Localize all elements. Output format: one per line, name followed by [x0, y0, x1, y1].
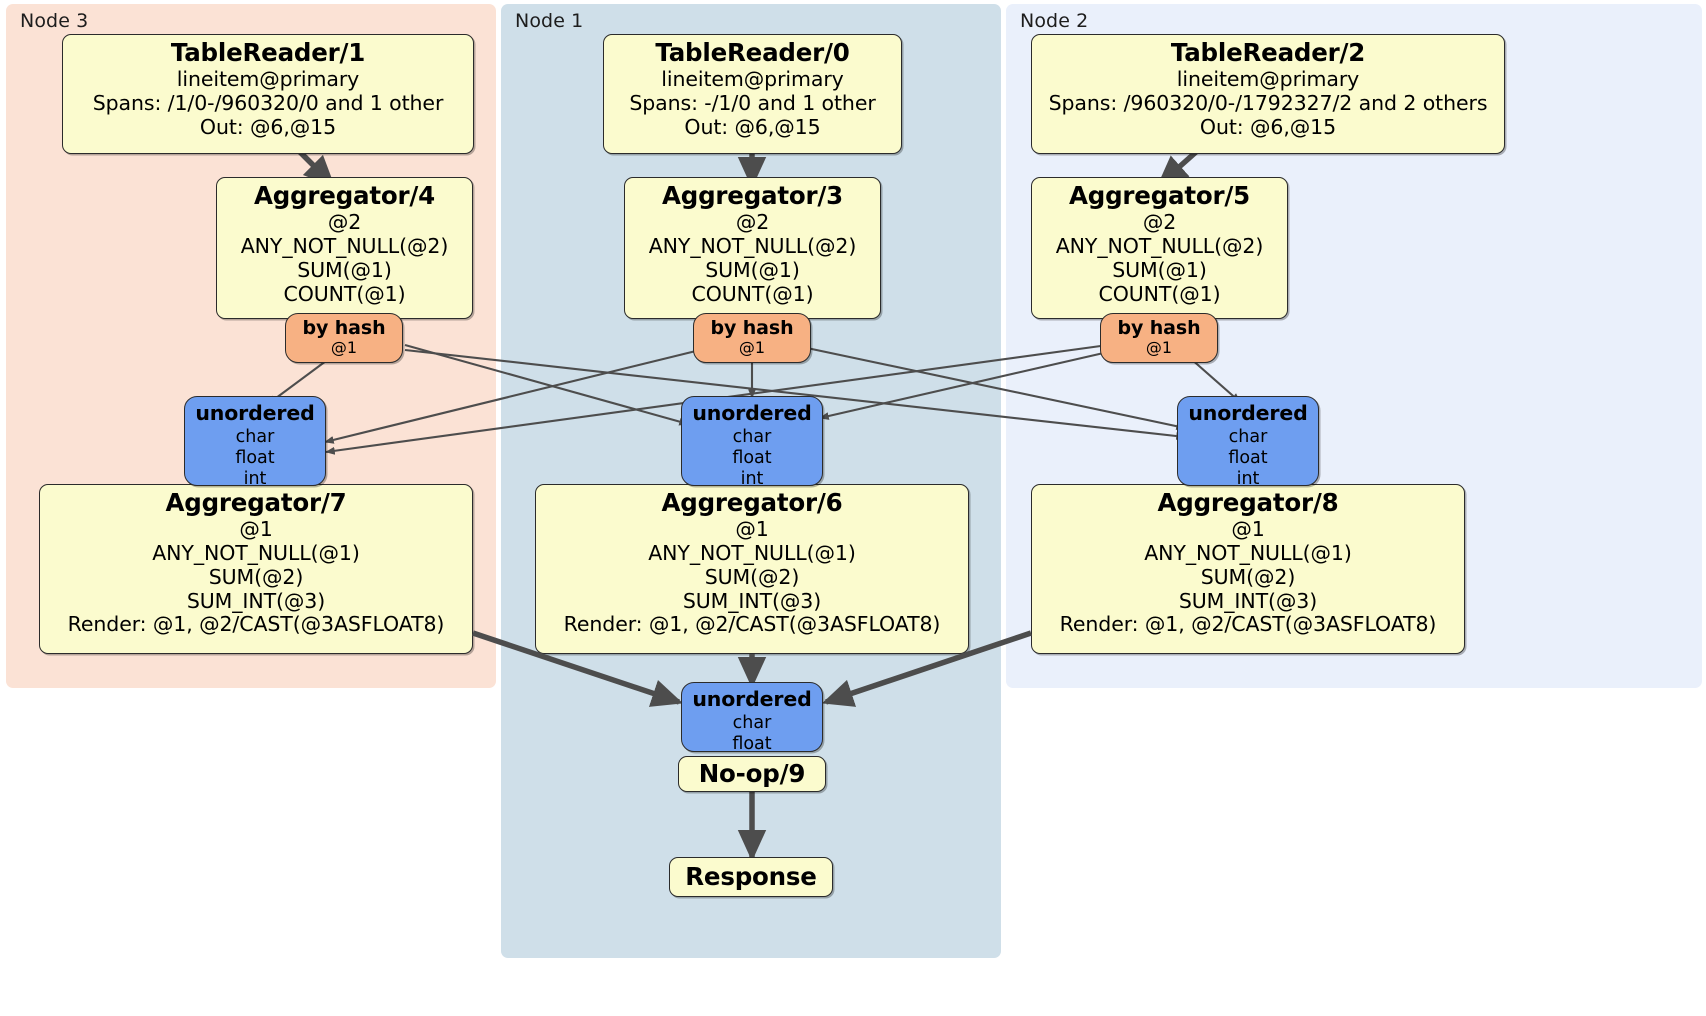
- processor-line-agg-2: COUNT(@1): [283, 281, 406, 306]
- receiver-type-0: char: [1228, 426, 1268, 447]
- processor-title: Response: [685, 861, 817, 891]
- processor-line-agg-2: SUM_INT(@3): [186, 588, 326, 613]
- processor-line-agg-2: SUM_INT(@3): [682, 588, 822, 613]
- processor-line-agg-0: ANY_NOT_NULL(@1): [648, 541, 856, 566]
- processor-aggregator-5[interactable]: Aggregator/5 @2 ANY_NOT_NULL(@2) SUM(@1)…: [1031, 177, 1288, 319]
- processor-line-agg-1: SUM(@1): [1112, 257, 1207, 282]
- receiver-title: unordered: [1188, 401, 1308, 425]
- processor-line-render: Render: @1, @2/CAST(@3ASFLOAT8): [563, 612, 941, 637]
- processor-title: No-op/9: [698, 758, 806, 788]
- node-panel-label-node2: Node 2: [1020, 10, 1089, 32]
- processor-title: Aggregator/8: [1157, 488, 1339, 517]
- router-hash-col: @1: [738, 338, 766, 358]
- receiver-type-1: float: [732, 448, 772, 469]
- receiver-unordered-node2[interactable]: unordered char float int: [1177, 396, 1319, 489]
- router-by-hash-node2[interactable]: by hash @1: [1100, 313, 1218, 363]
- receiver-type-1: float: [732, 734, 772, 755]
- processor-line-agg-2: SUM_INT(@3): [1178, 588, 1318, 613]
- processor-line-agg-0: ANY_NOT_NULL(@1): [1144, 541, 1352, 566]
- processor-line-agg-1: SUM(@2): [1200, 564, 1296, 589]
- receiver-title: unordered: [692, 401, 812, 425]
- router-title: by hash: [1117, 317, 1201, 339]
- processor-title: Aggregator/5: [1068, 181, 1251, 210]
- node-panel-label-node3: Node 3: [20, 10, 89, 32]
- processor-line-groupcols: @1: [735, 517, 769, 542]
- receiver-type-0: char: [235, 426, 275, 447]
- router-by-hash-node3[interactable]: by hash @1: [285, 313, 403, 363]
- receiver-unordered-node1[interactable]: unordered char float int: [681, 396, 823, 489]
- processor-line-table: lineitem@primary: [176, 67, 360, 92]
- processor-line-spans: Spans: /1/0-/960320/0 and 1 other: [92, 91, 444, 116]
- processor-line-render: Render: @1, @2/CAST(@3ASFLOAT8): [1059, 612, 1437, 637]
- processor-title: TableReader/1: [170, 38, 366, 67]
- processor-line-render: Render: @1, @2/CAST(@3ASFLOAT8): [67, 612, 445, 637]
- processor-title: Aggregator/4: [253, 181, 436, 210]
- processor-line-agg-0: ANY_NOT_NULL(@2): [1055, 234, 1264, 259]
- processor-line-agg-2: COUNT(@1): [1098, 281, 1221, 306]
- receiver-type-1: float: [235, 448, 275, 469]
- processor-aggregator-6[interactable]: Aggregator/6 @1 ANY_NOT_NULL(@1) SUM(@2)…: [535, 484, 969, 654]
- receiver-type-1: float: [1228, 448, 1268, 469]
- processor-aggregator-4[interactable]: Aggregator/4 @2 ANY_NOT_NULL(@2) SUM(@1)…: [216, 177, 473, 319]
- receiver-unordered-node3[interactable]: unordered char float int: [184, 396, 326, 489]
- processor-line-agg-0: ANY_NOT_NULL(@1): [152, 541, 360, 566]
- processor-tablereader-1[interactable]: TableReader/1 lineitem@primary Spans: /1…: [62, 34, 474, 154]
- receiver-type-2: int: [1236, 469, 1260, 490]
- receiver-title: unordered: [692, 687, 812, 711]
- processor-tablereader-0[interactable]: TableReader/0 lineitem@primary Spans: -/…: [603, 34, 902, 154]
- processor-title: Aggregator/3: [661, 181, 844, 210]
- processor-line-agg-1: SUM(@2): [208, 564, 304, 589]
- processor-response[interactable]: Response: [669, 857, 833, 897]
- processor-tablereader-2[interactable]: TableReader/2 lineitem@primary Spans: /9…: [1031, 34, 1505, 154]
- node-panel-label-node1: Node 1: [515, 10, 584, 32]
- processor-line-out: Out: @6,@15: [199, 114, 337, 139]
- processor-title: Aggregator/7: [165, 488, 347, 517]
- processor-line-agg-2: COUNT(@1): [691, 281, 814, 306]
- processor-line-agg-0: ANY_NOT_NULL(@2): [648, 234, 857, 259]
- processor-line-spans: Spans: -/1/0 and 1 other: [629, 91, 876, 116]
- processor-line-agg-1: SUM(@2): [704, 564, 800, 589]
- receiver-title: unordered: [195, 401, 315, 425]
- processor-line-agg-1: SUM(@1): [297, 257, 392, 282]
- processor-noop-9[interactable]: No-op/9: [678, 756, 826, 792]
- processor-line-agg-0: ANY_NOT_NULL(@2): [240, 234, 449, 259]
- processor-title: Aggregator/6: [661, 488, 843, 517]
- processor-line-groupcols: @2: [327, 210, 362, 235]
- processor-aggregator-7[interactable]: Aggregator/7 @1 ANY_NOT_NULL(@1) SUM(@2)…: [39, 484, 473, 654]
- processor-aggregator-3[interactable]: Aggregator/3 @2 ANY_NOT_NULL(@2) SUM(@1)…: [624, 177, 881, 319]
- receiver-type-0: char: [732, 426, 772, 447]
- processor-line-table: lineitem@primary: [661, 67, 844, 92]
- processor-line-agg-1: SUM(@1): [705, 257, 800, 282]
- router-hash-col: @1: [1145, 338, 1173, 358]
- processor-title: TableReader/0: [655, 38, 850, 67]
- router-by-hash-node1[interactable]: by hash @1: [693, 313, 811, 363]
- receiver-type-2: int: [243, 469, 267, 490]
- receiver-type-2: int: [740, 469, 764, 490]
- router-title: by hash: [710, 317, 794, 339]
- processor-line-spans: Spans: /960320/0-/1792327/2 and 2 others: [1048, 91, 1488, 116]
- processor-line-groupcols: @1: [1231, 517, 1265, 542]
- router-hash-col: @1: [330, 338, 358, 358]
- receiver-unordered-final[interactable]: unordered char float: [681, 682, 823, 755]
- receiver-type-0: char: [732, 712, 772, 733]
- router-title: by hash: [302, 317, 386, 339]
- processor-line-out: Out: @6,@15: [1199, 114, 1337, 139]
- processor-line-out: Out: @6,@15: [684, 114, 821, 139]
- processor-title: TableReader/2: [1170, 38, 1366, 67]
- processor-line-groupcols: @1: [239, 517, 273, 542]
- processor-line-groupcols: @2: [735, 210, 770, 235]
- processor-line-groupcols: @2: [1142, 210, 1177, 235]
- processor-line-table: lineitem@primary: [1176, 67, 1360, 92]
- processor-aggregator-8[interactable]: Aggregator/8 @1 ANY_NOT_NULL(@1) SUM(@2)…: [1031, 484, 1465, 654]
